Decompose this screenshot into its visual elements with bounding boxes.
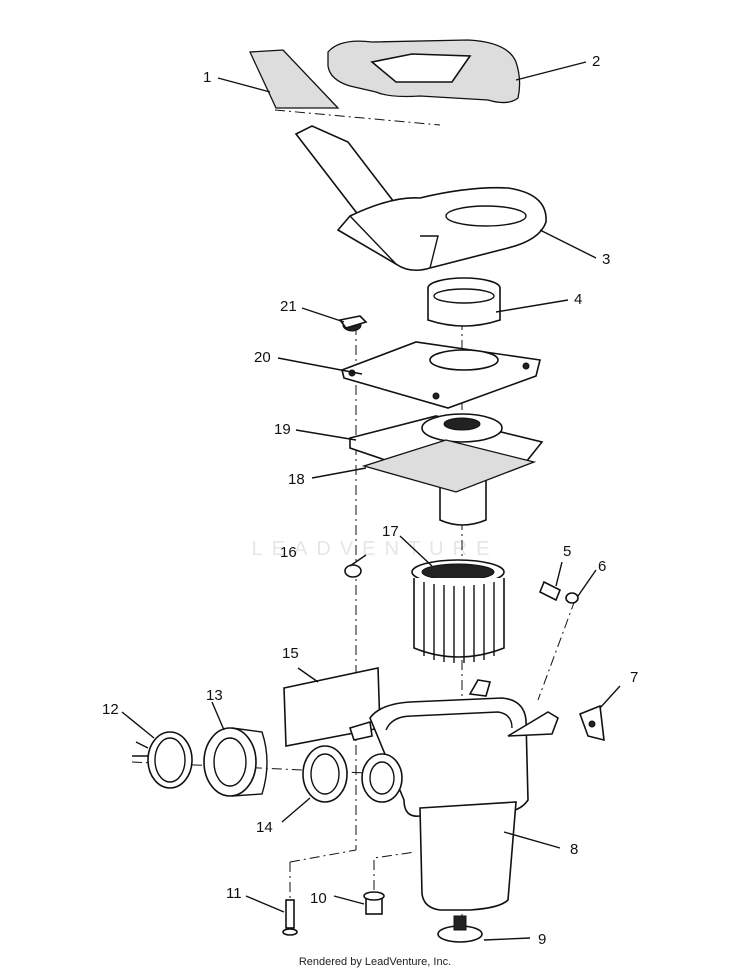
callout-11: 11 — [226, 885, 242, 902]
callout-9: 9 — [538, 931, 546, 948]
airbox-outlet-tube — [361, 753, 403, 803]
part-20-cover-plate[interactable] — [341, 341, 541, 409]
part-16-nut[interactable] — [344, 564, 362, 578]
part-5-screw[interactable] — [538, 580, 562, 602]
part-8-airbox-housing[interactable] — [348, 679, 559, 911]
leader-lines — [121, 61, 621, 941]
callout-15: 15 — [282, 645, 299, 662]
part-1-filter-foam[interactable] — [249, 49, 340, 109]
callout-labels: 1 2 3 4 21 20 19 18 17 16 5 6 15 7 12 13… — [102, 53, 638, 948]
centerline-rivet — [373, 851, 416, 890]
callout-16: 16 — [280, 544, 297, 561]
callout-12: 12 — [102, 701, 119, 718]
callout-1: 1 — [203, 69, 211, 86]
callout-2: 2 — [592, 53, 600, 70]
footer-credit: Rendered by LeadVenture, Inc. — [298, 956, 452, 968]
callout-7: 7 — [630, 669, 638, 686]
part-2-sponge-gasket[interactable] — [327, 39, 521, 104]
callout-6: 6 — [598, 558, 606, 575]
part-9-drain-plug[interactable] — [437, 915, 483, 943]
part-7-clip[interactable] — [578, 704, 605, 742]
part-3-intake-cover[interactable] — [294, 125, 547, 272]
callout-13: 13 — [206, 687, 223, 704]
callout-3: 3 — [602, 251, 610, 268]
part-10-rivet[interactable] — [363, 891, 385, 915]
part-4-collar[interactable] — [427, 277, 501, 327]
callout-4: 4 — [574, 291, 582, 308]
callout-8: 8 — [570, 841, 578, 858]
callout-19: 19 — [274, 421, 291, 438]
part-17-filter-element[interactable] — [411, 559, 505, 663]
callout-20: 20 — [254, 349, 271, 366]
watermark-text: LEADVENTURE — [251, 538, 499, 560]
callout-18: 18 — [288, 471, 305, 488]
callout-17: 17 — [382, 523, 399, 540]
part-14-clamp[interactable] — [302, 745, 348, 803]
centerline-filter-cover — [274, 109, 441, 126]
part-21-wing-nut[interactable] — [338, 315, 368, 332]
centerline-bracket — [537, 599, 576, 701]
callout-21: 21 — [280, 298, 297, 315]
callout-14: 14 — [256, 819, 273, 836]
callout-5: 5 — [563, 543, 571, 560]
part-13-intake-boot[interactable] — [203, 727, 268, 797]
part-18-gasket[interactable] — [361, 439, 537, 493]
callout-10: 10 — [310, 890, 327, 907]
part-6-washer[interactable] — [565, 592, 579, 604]
part-11-bolt[interactable] — [282, 899, 298, 936]
centerline-bolt — [289, 849, 357, 863]
part-12-clamp[interactable] — [132, 731, 193, 789]
